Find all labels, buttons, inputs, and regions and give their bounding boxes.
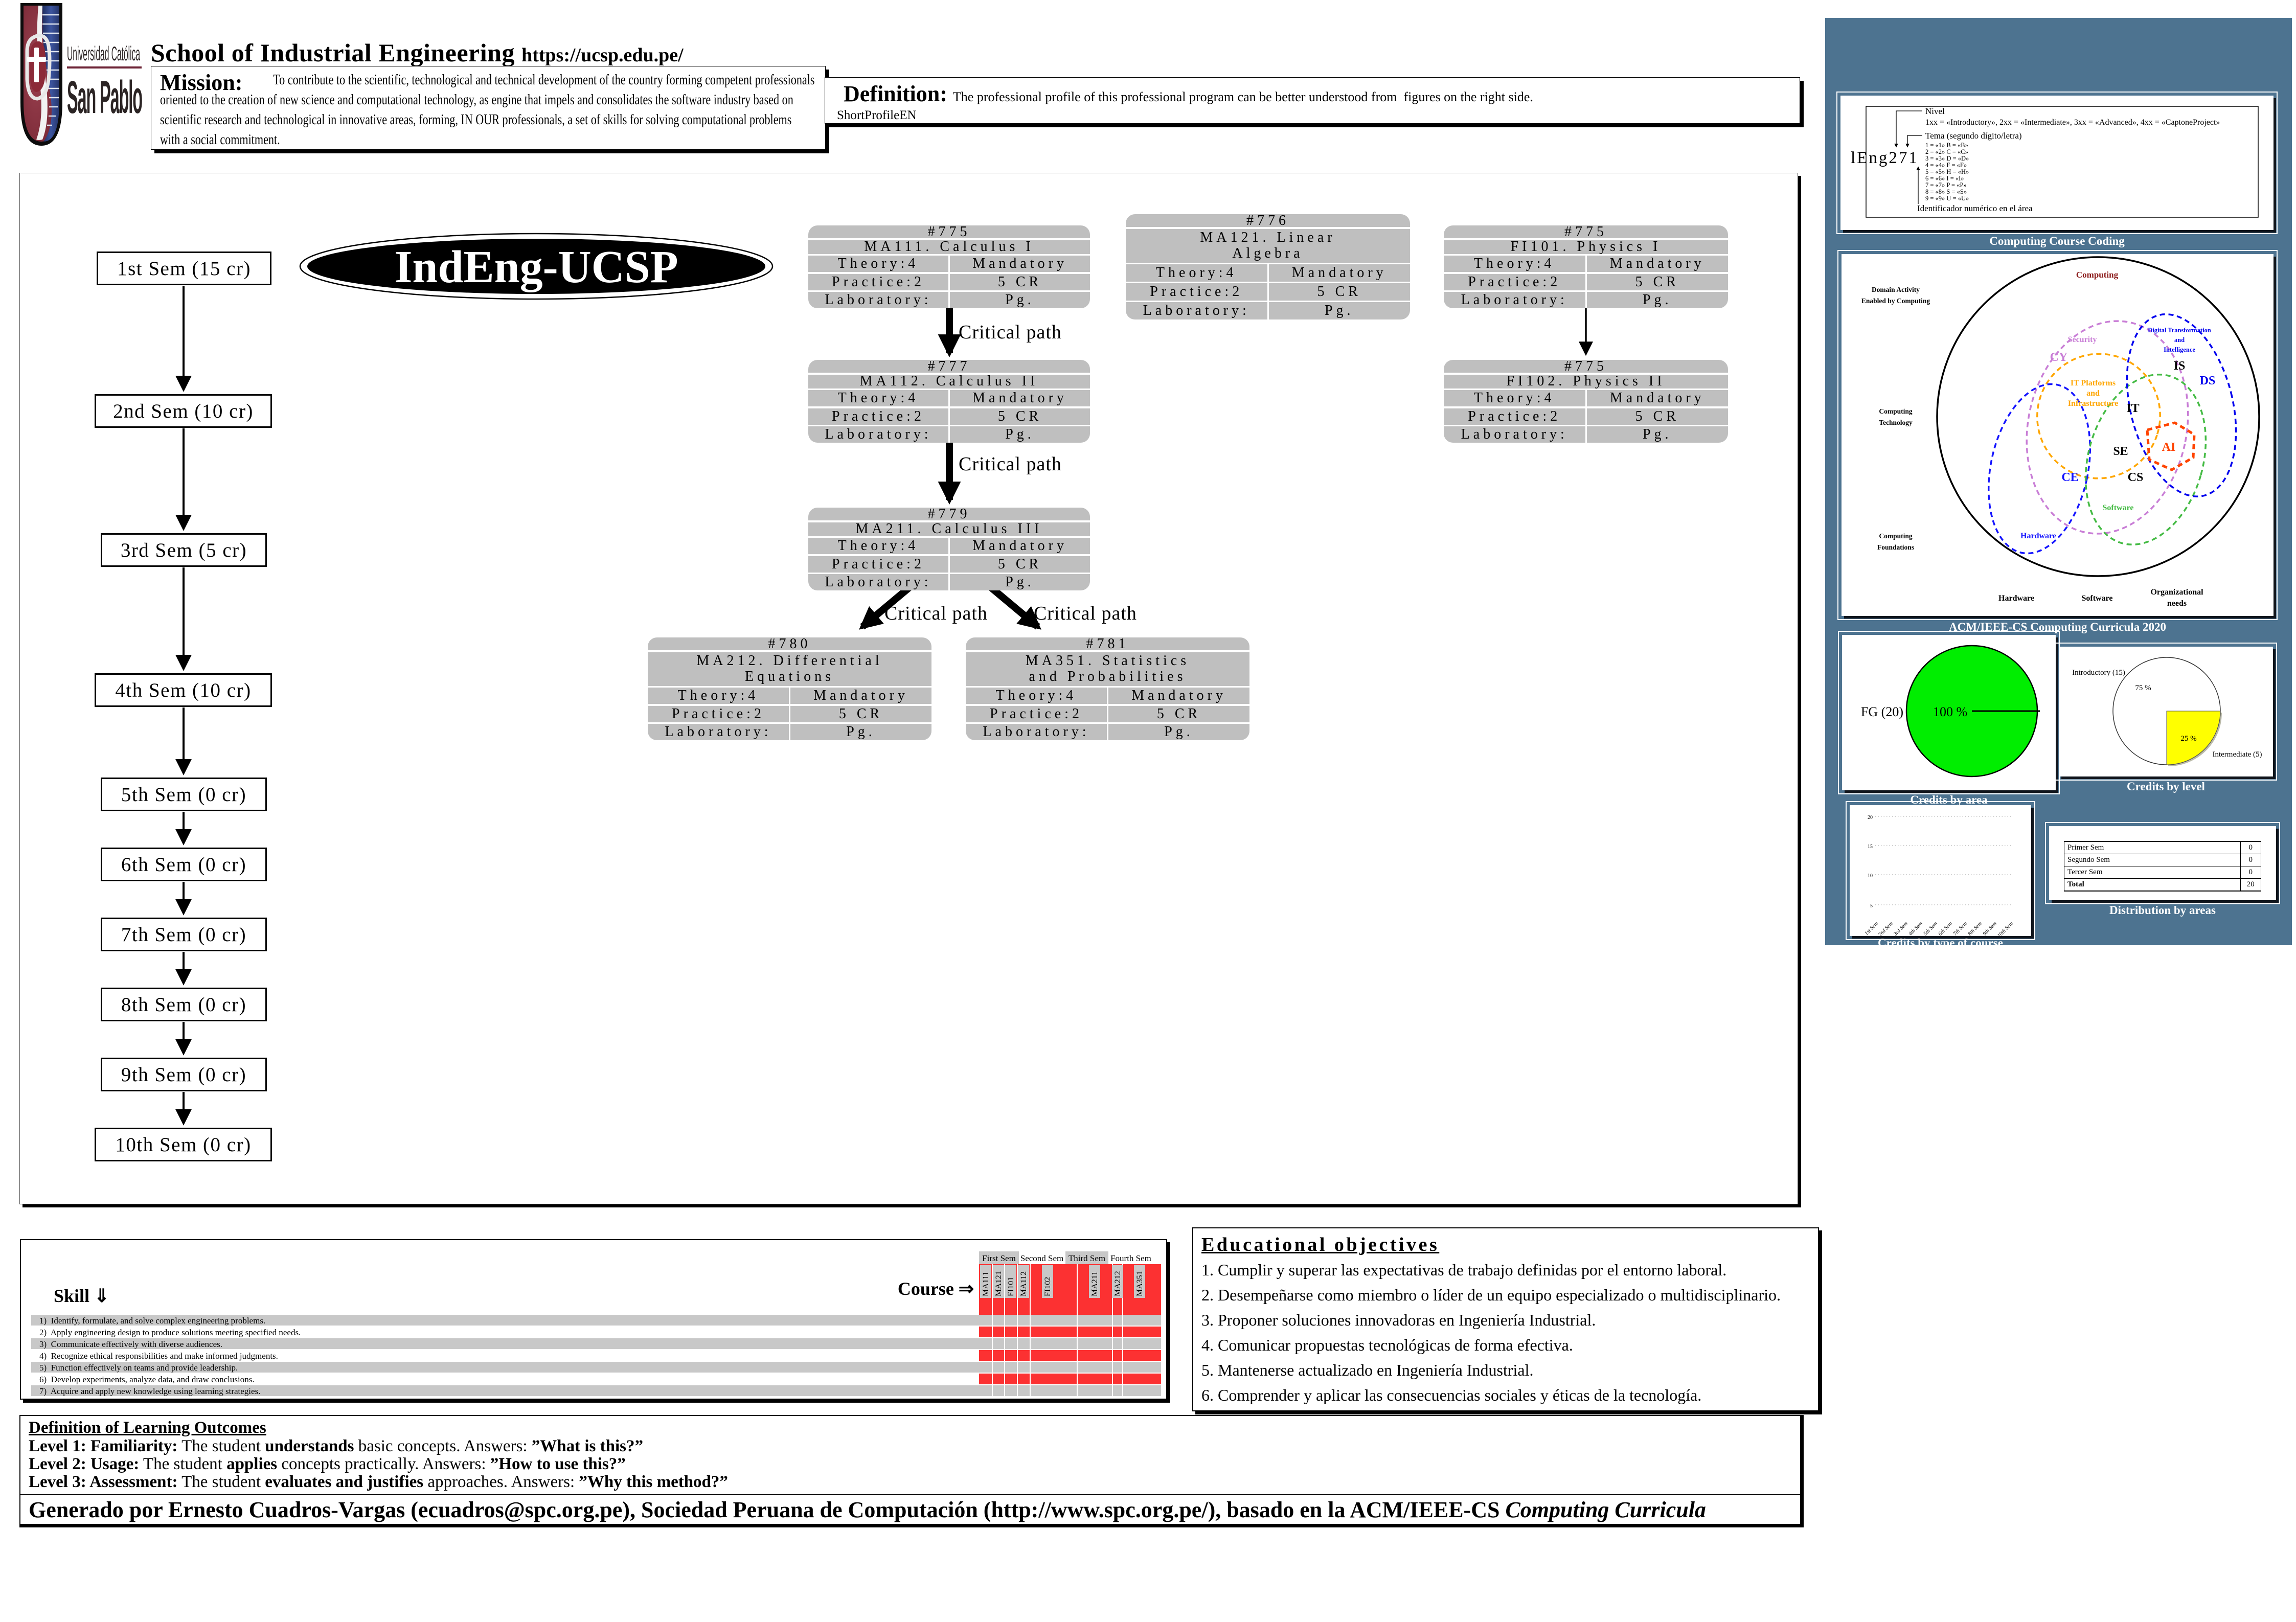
svg-text:and: and — [2086, 389, 2100, 398]
svg-text:needs: needs — [2167, 599, 2187, 608]
svg-text:Third Sem: Third Sem — [1069, 1253, 1105, 1263]
svg-text:and: and — [2174, 336, 2185, 344]
svg-text:Introductory (15): Introductory (15) — [2072, 669, 2125, 677]
svg-text:Software: Software — [2081, 594, 2112, 603]
svg-text:SE: SE — [2113, 445, 2128, 458]
svg-text:6 = «6» I = «I»: 6 = «6» I = «I» — [1925, 175, 1964, 182]
svg-text:IS: IS — [2174, 359, 2186, 373]
svg-text:100 %: 100 % — [1933, 704, 1967, 719]
svg-text:Tema (segundo dígito/letra): Tema (segundo dígito/letra) — [1925, 131, 2022, 141]
svg-text:9 = «9» U = «U»: 9 = «9» U = «U» — [1925, 195, 1969, 202]
svg-text:FI102: FI102 — [1043, 1277, 1052, 1296]
svg-text:Security: Security — [2068, 335, 2097, 344]
svg-text:CE: CE — [2061, 471, 2078, 484]
svg-text:5: 5 — [1870, 903, 1873, 909]
svg-text:5 = «5» H = «H»: 5 = «5» H = «H» — [1925, 168, 1969, 175]
svg-text:Second Sem: Second Sem — [1020, 1253, 1064, 1263]
svg-text:Technology: Technology — [1879, 419, 1913, 426]
svg-text:IT Platforms: IT Platforms — [2071, 379, 2116, 387]
svg-text:Domain Activity: Domain Activity — [1872, 286, 1920, 293]
svg-text:Fourth Sem: Fourth Sem — [1110, 1253, 1151, 1263]
svg-text:Computing: Computing — [1879, 407, 1913, 415]
svg-text:Infrastructure: Infrastructure — [2068, 399, 2118, 408]
svg-text:15: 15 — [1868, 844, 1873, 850]
svg-text:Organizational: Organizational — [2150, 588, 2203, 597]
svg-text:1 = «1» B = «B»: 1 = «1» B = «B» — [1925, 142, 1968, 149]
svg-text:MA112: MA112 — [1019, 1271, 1028, 1296]
svg-text:5) Function effectively on te: 5) Function effectively on teams and pro… — [39, 1363, 238, 1373]
svg-text:8 = «8» S = «S»: 8 = «8» S = «S» — [1925, 188, 1967, 195]
svg-text:Enabled by Computing: Enabled by Computing — [1861, 297, 1930, 305]
svg-text:MA351: MA351 — [1135, 1271, 1144, 1296]
svg-text:MA121: MA121 — [994, 1271, 1003, 1296]
svg-text:MA111: MA111 — [982, 1271, 990, 1296]
svg-text:Computing: Computing — [1879, 532, 1913, 540]
svg-text:FG (20): FG (20) — [1861, 704, 1903, 719]
svg-text:4 = «4» F = «F»: 4 = «4» F = «F» — [1925, 162, 1967, 169]
svg-text:Hardware: Hardware — [1998, 594, 2034, 603]
svg-text:Intelligence: Intelligence — [2164, 346, 2195, 353]
svg-text:AI: AI — [2162, 441, 2176, 454]
svg-text:Intermediate (5): Intermediate (5) — [2212, 750, 2262, 759]
svg-text:IT: IT — [2126, 402, 2139, 415]
svg-text:20: 20 — [1868, 815, 1873, 820]
svg-text:1) Identify, formulate, and s: 1) Identify, formulate, and solve comple… — [39, 1316, 265, 1326]
svg-text:1xx = «Introductory», 2xx = «I: 1xx = «Introductory», 2xx = «Intermediat… — [1925, 118, 2220, 127]
svg-text:2) Apply engineering design t: 2) Apply engineering design to produce s… — [39, 1328, 301, 1337]
svg-text:MA212: MA212 — [1113, 1271, 1122, 1296]
svg-text:4) Recognize ethical responsi: 4) Recognize ethical responsibilities an… — [39, 1351, 278, 1361]
svg-text:CY: CY — [2050, 351, 2068, 364]
svg-text:DS: DS — [2200, 374, 2216, 387]
svg-text:25 %: 25 % — [2180, 735, 2196, 743]
svg-text:3 = «3» D = «D»: 3 = «3» D = «D» — [1925, 155, 1969, 162]
svg-text:FI101: FI101 — [1007, 1277, 1015, 1296]
svg-text:CS: CS — [2128, 471, 2144, 484]
svg-text:2 = «2» C = «C»: 2 = «2» C = «C» — [1925, 148, 1968, 155]
svg-text:Identificador numérico en el á: Identificador numérico en el área — [1917, 203, 2033, 213]
svg-text:IndEng-UCSP: IndEng-UCSP — [394, 242, 678, 292]
svg-text:7) Acquire and apply new know: 7) Acquire and apply new knowledge using… — [39, 1386, 260, 1396]
svg-text:Hardware: Hardware — [2020, 532, 2056, 540]
svg-text:lEng271: lEng271 — [1851, 149, 1919, 167]
svg-text:6) Develop experiments, analy: 6) Develop experiments, analyze data, an… — [39, 1375, 255, 1384]
svg-text:Foundations: Foundations — [1877, 543, 1914, 551]
svg-text:Computing: Computing — [2076, 270, 2119, 280]
svg-text:MA211: MA211 — [1090, 1271, 1099, 1296]
svg-text:10: 10 — [1868, 873, 1873, 879]
svg-text:First Sem: First Sem — [982, 1253, 1016, 1263]
svg-text:Software: Software — [2102, 504, 2133, 512]
svg-text:7 = «7» P = «P»: 7 = «7» P = «P» — [1925, 181, 1967, 189]
svg-text:75 %: 75 % — [2135, 684, 2151, 692]
svg-text:3) Communicate effectively wi: 3) Communicate effectively with diverse … — [39, 1339, 222, 1349]
svg-text:Digital Transformation: Digital Transformation — [2148, 327, 2211, 334]
svg-text:Nivel: Nivel — [1925, 106, 1945, 116]
